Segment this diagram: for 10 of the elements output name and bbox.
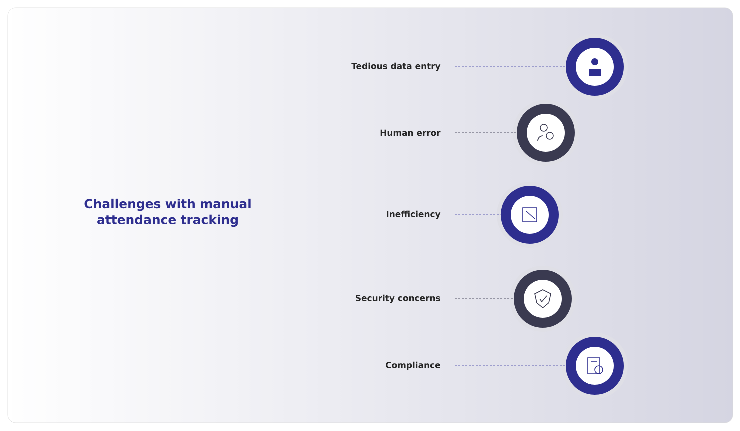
dotted-connector <box>454 214 502 216</box>
item-label: Tedious data entry <box>352 62 441 72</box>
dotted-connector <box>454 132 518 134</box>
dotted-connector <box>454 66 566 68</box>
title: Challenges with manual attendance tracking <box>84 198 251 228</box>
dotted-connector <box>454 298 514 300</box>
item-label: Compliance <box>386 362 440 370</box>
item-label: Human error <box>380 130 441 136</box>
item-label: Inefficiency <box>386 210 441 220</box>
item-label: Security concerns <box>356 294 440 304</box>
